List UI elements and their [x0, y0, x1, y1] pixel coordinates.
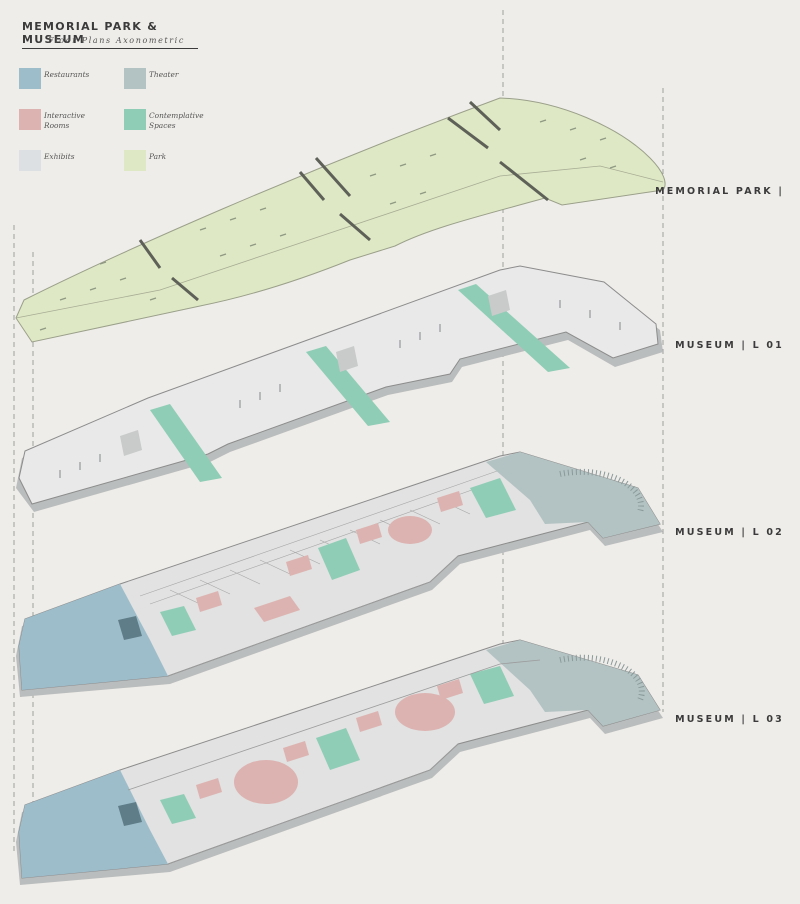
guide-lines [13, 10, 664, 876]
legend-swatch [19, 68, 41, 89]
legend-item-interactive-rooms: Interactive Rooms [19, 109, 104, 131]
stair-block [118, 802, 142, 826]
contemplative-ramp [306, 346, 390, 426]
legend-label: Theater [149, 70, 179, 79]
restaurant-area [19, 584, 168, 690]
interactive-room [234, 760, 298, 804]
legend-item-exhibits: Exhibits [19, 150, 104, 171]
contemplative-space [160, 606, 196, 636]
contemplative-space [160, 794, 196, 824]
contemplative-space [316, 728, 360, 770]
theater-area [486, 640, 660, 726]
legend-label: Park [149, 152, 167, 161]
level-label-museum-l01: MUSEUM | L 01 [675, 340, 784, 351]
interactive-room [395, 693, 455, 731]
floor-plan-l02 [16, 451, 663, 697]
contemplative-ramp [150, 404, 222, 482]
legend-label: Interactive Rooms [44, 111, 85, 130]
theater-area [486, 452, 660, 538]
legend-item-theater: Theater [124, 68, 209, 89]
drawing-subtitle: Floor Plans Axonometric [48, 36, 185, 45]
legend-swatch [124, 68, 146, 89]
legend-swatch [19, 109, 41, 130]
contemplative-space [470, 666, 514, 704]
stair-block [118, 616, 142, 640]
legend-label: Contemplative Spaces [149, 111, 204, 130]
legend-swatch [124, 109, 146, 130]
legend-item-restaurants: Restaurants [19, 68, 104, 89]
drawing-title: MEMORIAL PARK & MUSEUM [22, 20, 198, 49]
level-label-memorial-park: MEMORIAL PARK | [655, 186, 784, 197]
contemplative-space [318, 538, 360, 580]
legend-label: Exhibits [44, 152, 75, 161]
restaurant-area [19, 770, 168, 878]
level-label-museum-l03: MUSEUM | L 03 [675, 714, 784, 725]
contemplative-ramp [458, 284, 570, 372]
floor-plan-park [15, 97, 666, 343]
level-label-museum-l02: MUSEUM | L 02 [675, 527, 784, 538]
legend-item-contemplative-spaces: Contemplative Spaces [124, 109, 209, 131]
legend-item-park: Park [124, 150, 209, 171]
legend-swatch [124, 150, 146, 171]
legend-label: Restaurants [44, 70, 90, 79]
legend-swatch [19, 150, 41, 171]
floor-plan-l01 [16, 265, 663, 512]
contemplative-space [470, 478, 516, 518]
interactive-room [388, 516, 432, 544]
floor-plan-l03 [16, 639, 663, 885]
